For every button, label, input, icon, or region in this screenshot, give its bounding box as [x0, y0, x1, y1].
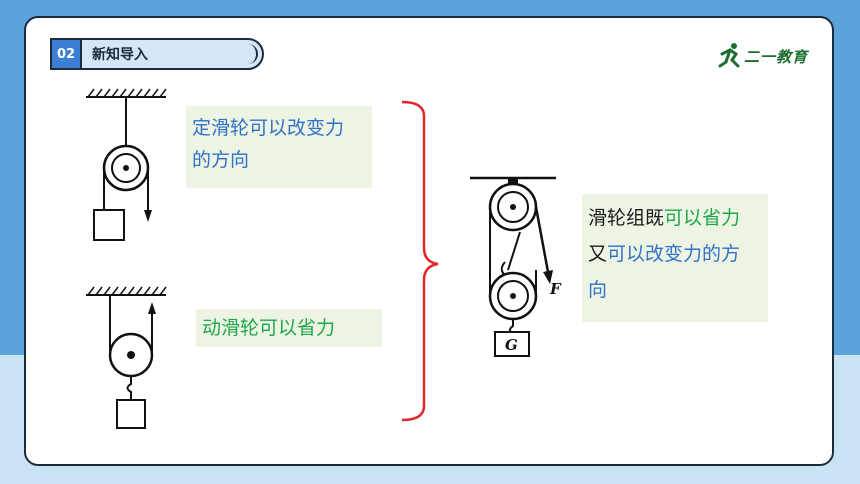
runner-icon: [718, 43, 740, 68]
pulley-block-part5: 向: [588, 279, 608, 301]
pulley-block-part3: 又: [588, 243, 608, 265]
movable-pulley-caption: 动滑轮可以省力: [196, 309, 382, 347]
fixed-pulley-line1: 定滑轮可以改变力: [192, 117, 345, 139]
logo-text: 二一教育: [744, 48, 809, 66]
pulley-block-diagram: F G: [470, 176, 562, 357]
pulley-block-part1: 滑轮组既: [588, 207, 665, 229]
pulley-block-caption: 滑轮组既可以省力 又可以改变力的方 向: [582, 194, 768, 322]
brand-logo: 二一教育: [716, 40, 816, 72]
section-number: 02: [50, 38, 80, 70]
red-brace: [401, 100, 439, 422]
pulley-block-part2: 可以省力: [664, 207, 741, 229]
section-tab: 02 新知导入: [50, 38, 264, 70]
fixed-pulley-caption: 定滑轮可以改变力 的方向: [186, 106, 372, 188]
fixed-pulley-line2: 的方向: [192, 149, 250, 171]
force-label: F: [549, 280, 562, 298]
weight-label: G: [505, 336, 518, 354]
movable-pulley-text: 动滑轮可以省力: [202, 317, 336, 339]
section-title: 新知导入: [80, 38, 264, 70]
fixed-pulley-diagram: [86, 88, 167, 241]
movable-pulley-diagram: [86, 286, 167, 429]
pulley-block-part4: 可以改变力的方: [607, 243, 741, 265]
